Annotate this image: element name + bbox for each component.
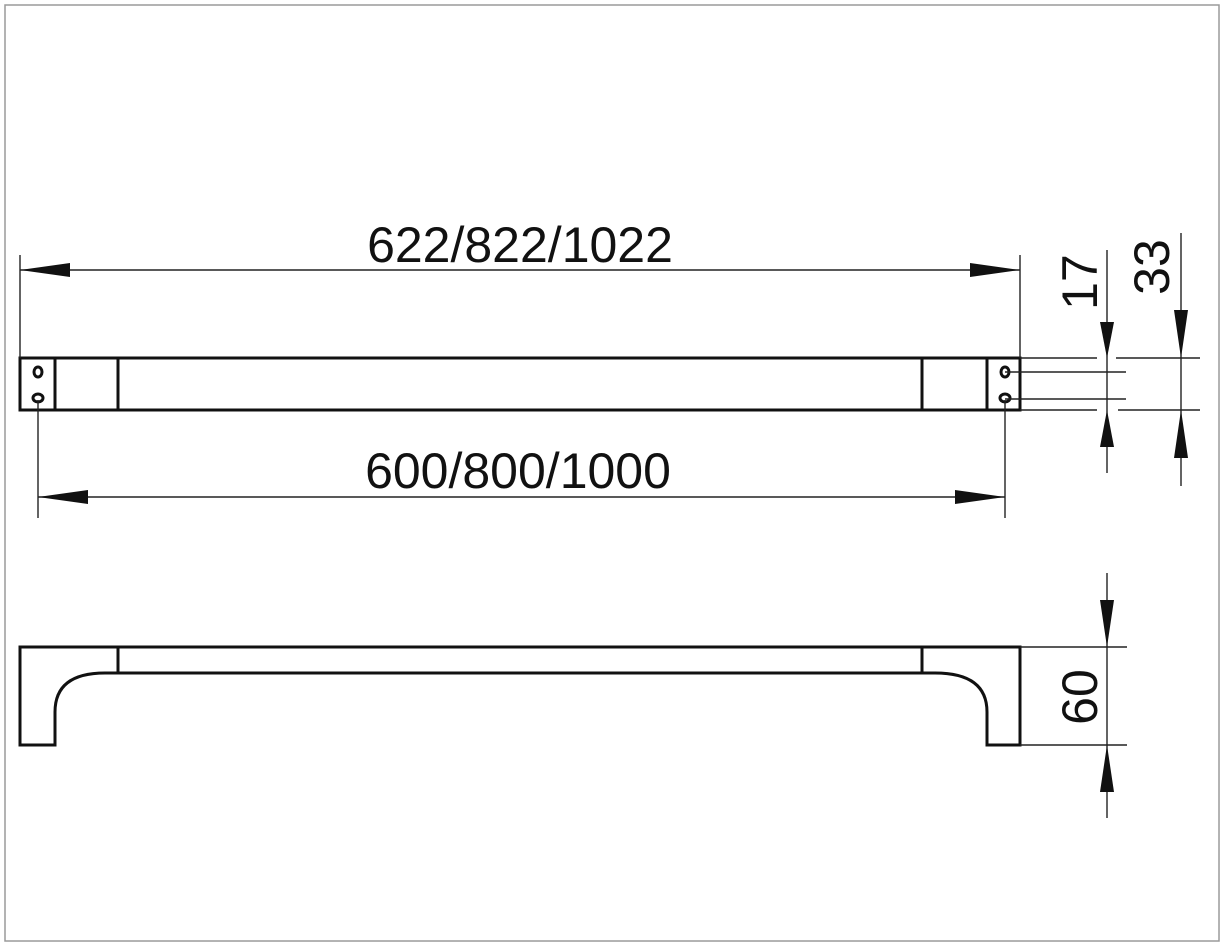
arrow-down-icon [1100, 600, 1114, 647]
arrow-right-icon [955, 490, 1005, 504]
projection-dimension: 60 [1020, 573, 1127, 818]
bar-outline-top [18, 356, 1022, 412]
mounting-distance-dimension: 600/800/1000 [37, 400, 1006, 518]
width-dimensions: 17 33 [1005, 233, 1200, 486]
arrow-up-icon [1174, 410, 1188, 458]
projection-label: 60 [1052, 669, 1108, 725]
overall-length-dimension: 622/822/1022 [19, 217, 1021, 358]
arrow-right-icon [970, 263, 1020, 277]
arrow-left-icon [38, 490, 88, 504]
drawing-frame [4, 4, 1220, 942]
bar-width-label: 33 [1124, 239, 1180, 295]
arrow-left-icon [20, 263, 70, 277]
arrow-up-icon [1100, 745, 1114, 792]
arrow-down-icon [1174, 310, 1188, 358]
top-view [18, 356, 1022, 412]
arrow-down-icon [1100, 322, 1114, 358]
hole-spacing-label: 17 [1052, 254, 1108, 310]
mounting-distance-label: 600/800/1000 [365, 443, 671, 499]
bar-outline-side [18, 645, 1022, 747]
side-view [18, 645, 1022, 747]
screw-hole-icon [32, 365, 44, 379]
arrow-up-icon [1100, 410, 1114, 447]
overall-length-label: 622/822/1022 [367, 217, 673, 273]
